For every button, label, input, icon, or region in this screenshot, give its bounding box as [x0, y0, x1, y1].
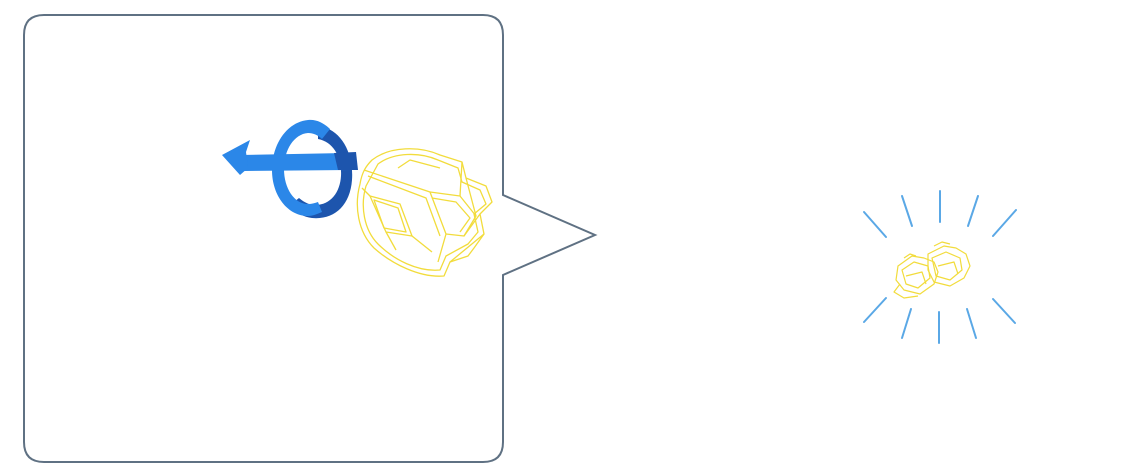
- attention-rays: [863, 190, 1017, 344]
- callout-bubble: [23, 14, 598, 463]
- small-connector-pair: [893, 241, 971, 299]
- connector-cap-part: [356, 148, 493, 277]
- rotate-counterclockwise-arrow-icon: [222, 119, 358, 219]
